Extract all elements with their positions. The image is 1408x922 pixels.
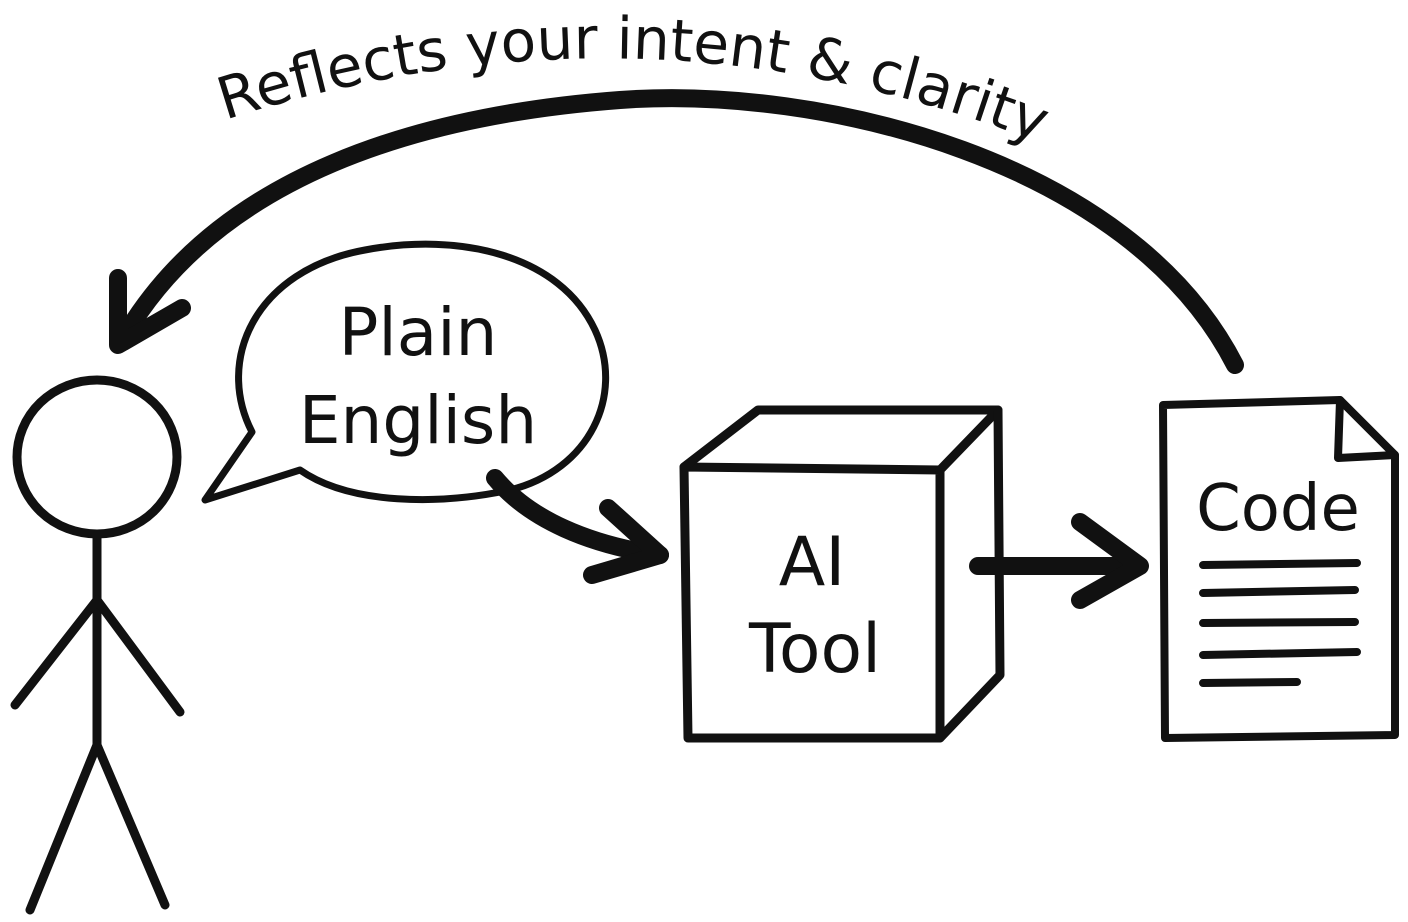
arrow-bubble-to-tool xyxy=(486,469,669,584)
ai-tool-line1: AI xyxy=(779,523,846,602)
document-label: Code xyxy=(1196,472,1360,546)
speech-bubble-outline xyxy=(201,240,610,504)
document-fold xyxy=(1334,396,1399,462)
ai-tool-line2: Tool xyxy=(748,610,881,689)
speech-bubble-line1: Plain xyxy=(339,294,498,371)
arrow-tool-to-code xyxy=(969,513,1149,609)
person-arms xyxy=(10,595,185,717)
cube-top xyxy=(679,405,1003,475)
text-line xyxy=(1199,586,1359,597)
feedback-arrowhead xyxy=(109,269,191,354)
feedback-arc xyxy=(116,89,1244,374)
code-document: Code xyxy=(1159,396,1399,742)
speech-bubble-line2: English xyxy=(299,382,537,459)
text-line xyxy=(1199,648,1361,659)
document-text-lines xyxy=(1199,559,1361,687)
cube-front xyxy=(679,462,945,743)
feedback-arrow xyxy=(109,89,1244,374)
person-head xyxy=(12,375,182,539)
text-line xyxy=(1199,618,1359,627)
ai-tool-box: AI Tool xyxy=(679,405,1005,743)
arrow-head xyxy=(583,499,669,584)
person-figure xyxy=(10,375,185,915)
text-line xyxy=(1199,678,1301,687)
cube-side xyxy=(935,405,1005,743)
arrow-head xyxy=(1071,513,1149,609)
person-legs xyxy=(25,740,170,915)
arrow-shaft xyxy=(486,469,669,564)
text-line xyxy=(1199,559,1361,569)
speech-bubble: Plain English xyxy=(201,240,610,504)
document-outline xyxy=(1159,396,1399,742)
